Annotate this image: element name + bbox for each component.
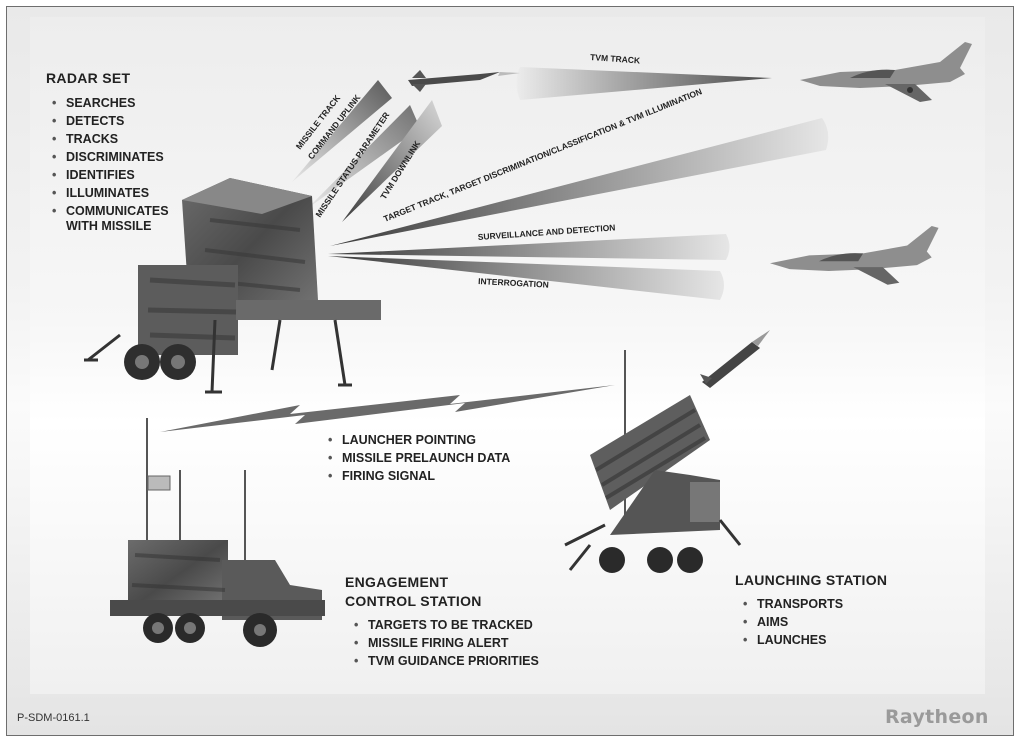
beam-missile-track — [292, 80, 392, 182]
list-item: TRANSPORTS — [737, 595, 843, 613]
label-interrogation: INTERROGATION — [478, 276, 549, 290]
radar-set-list: SEARCHES DETECTS TRACKS DISCRIMINATES ID… — [46, 94, 169, 220]
beam-tvm-track — [516, 67, 772, 100]
beam-tvm-downlink — [342, 100, 442, 222]
list-item: LAUNCHER POINTING — [322, 431, 510, 449]
list-item: COMMUNICATES — [46, 202, 169, 220]
launcher-station-icon — [564, 350, 742, 573]
list-item: AIMS — [737, 613, 843, 631]
fighter-jet-icon — [770, 225, 939, 285]
list-item: ILLUMINATES — [46, 184, 169, 202]
beam-group — [292, 67, 829, 300]
launching-station-title: LAUNCHING STATION — [735, 572, 888, 588]
launcher-link-list: LAUNCHER POINTING MISSILE PRELAUNCH DATA… — [322, 431, 510, 485]
beam-target-track — [330, 118, 829, 246]
radar-set-vehicle-icon — [84, 178, 381, 394]
figure-code: P-SDM-0161.1 — [17, 712, 90, 724]
list-item: TARGETS TO BE TRACKED — [348, 616, 539, 634]
list-item: TRACKS — [46, 130, 169, 148]
list-item: SEARCHES — [46, 94, 169, 112]
ecs-title-line2: CONTROL STATION — [345, 593, 482, 609]
list-item: FIRING SIGNAL — [322, 467, 510, 485]
list-item: TVM GUIDANCE PRIORITIES — [348, 652, 539, 670]
label-surveillance: SURVEILLANCE AND DETECTION — [477, 222, 615, 242]
list-item: IDENTIFIES — [46, 166, 169, 184]
list-item: MISSILE PRELAUNCH DATA — [322, 449, 510, 467]
ecs-list: TARGETS TO BE TRACKED MISSILE FIRING ALE… — [348, 616, 539, 670]
list-item: MISSILE FIRING ALERT — [348, 634, 539, 652]
beam-surveillance — [328, 234, 730, 260]
data-link-bolt-icon — [160, 385, 615, 432]
missile-in-flight-icon — [408, 70, 520, 92]
label-tvm-track: TVM TRACK — [590, 52, 641, 66]
list-item: DETECTS — [46, 112, 169, 130]
radar-set-list-continuation: WITH MISSILE — [66, 219, 152, 233]
list-item: LAUNCHES — [737, 631, 843, 649]
engagement-control-truck-icon — [110, 418, 325, 647]
raytheon-logo: Raytheon — [885, 706, 989, 728]
launching-station-list: TRANSPORTS AIMS LAUNCHES — [737, 595, 843, 649]
beam-interrogation — [328, 256, 724, 300]
list-item: DISCRIMINATES — [46, 148, 169, 166]
fighter-jet-icon — [800, 42, 972, 102]
radar-set-title: RADAR SET — [46, 70, 131, 86]
ecs-title-line1: ENGAGEMENT — [345, 574, 449, 590]
beam-missile-status — [308, 105, 420, 208]
launching-missile-icon — [700, 330, 770, 388]
